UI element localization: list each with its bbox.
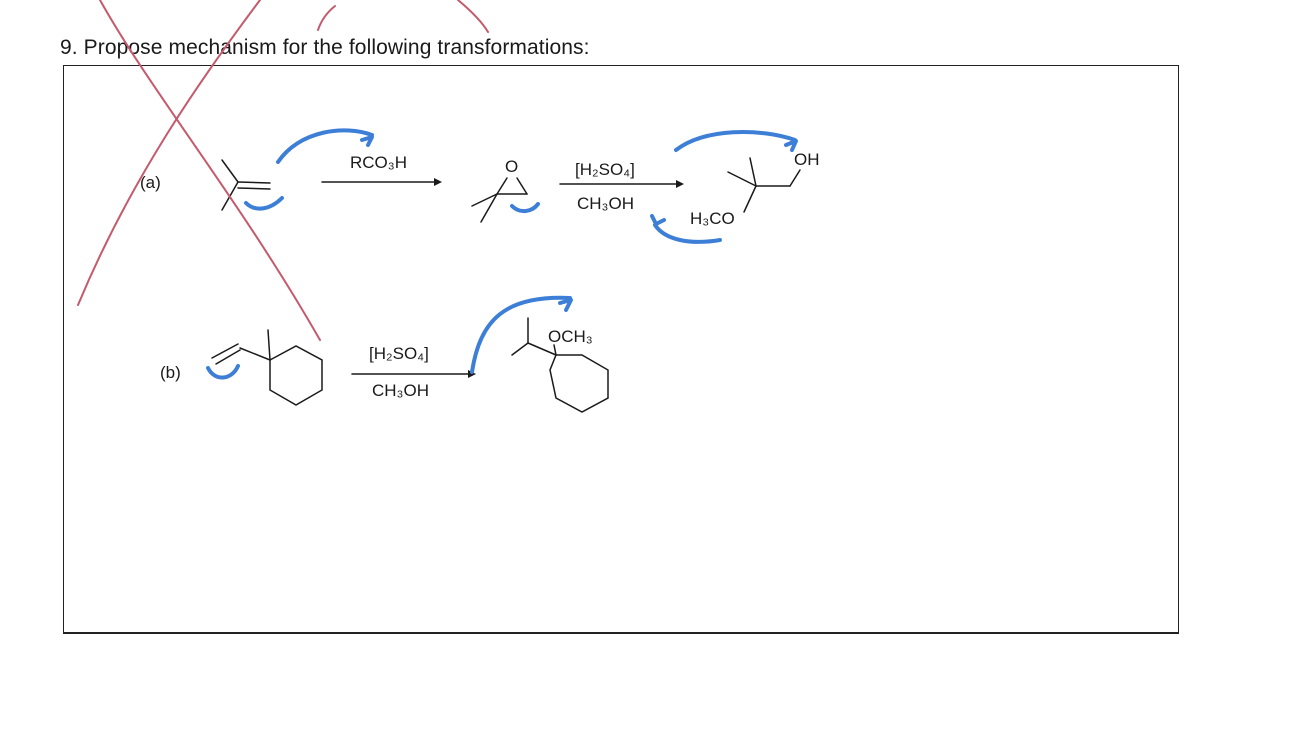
product-a-methoxy-label: H₃CO — [690, 209, 735, 228]
reaction-b-starting-material — [211, 329, 323, 406]
reaction-a-arrow-2 — [559, 180, 684, 188]
reaction-b-reagent-bottom: CH₃OH — [372, 381, 429, 400]
product-b-methoxy-label: OCH₃ — [548, 327, 593, 346]
question-title: 9. Propose mechanism for the following t… — [60, 36, 590, 59]
reaction-a-epoxide: O — [471, 157, 528, 223]
reaction-b-label: (b) — [160, 363, 181, 382]
answer-box — [63, 65, 1179, 634]
epoxide-oxygen-label: O — [505, 157, 518, 176]
product-a-oh-label: OH — [794, 150, 820, 169]
reaction-a-reagent-2-bottom: CH₃OH — [577, 194, 634, 213]
reaction-a-reagent-2-top: [H₂SO₄] — [575, 160, 635, 179]
reaction-a-arrow-1 — [321, 178, 442, 186]
handwritten-blue-arrows — [206, 128, 798, 380]
reaction-a-label: (a) — [140, 173, 161, 192]
reaction-b-arrow — [351, 370, 476, 378]
red-cross-out-marks — [77, 0, 489, 341]
reaction-b-product: OCH₃ — [511, 317, 609, 413]
reaction-a-reagent-1: RCO₃H — [350, 153, 407, 172]
reaction-a-product: OH H₃CO — [690, 150, 820, 228]
reaction-b-reagent-top: [H₂SO₄] — [369, 344, 429, 363]
